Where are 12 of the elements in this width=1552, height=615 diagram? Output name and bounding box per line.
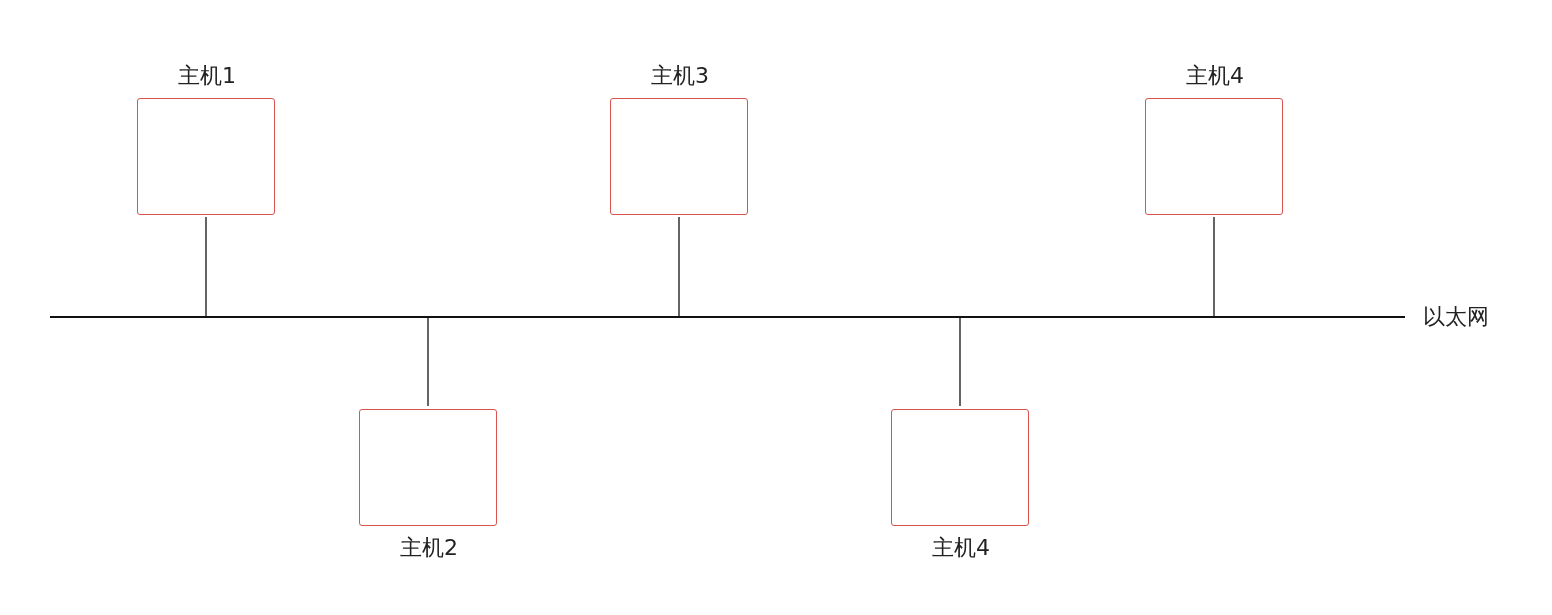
connector-line bbox=[678, 216, 680, 318]
connector-line bbox=[1213, 216, 1215, 318]
bus-line bbox=[50, 316, 1405, 318]
connector-line bbox=[959, 316, 961, 407]
connector-line bbox=[205, 216, 207, 318]
host-label: 主机2 bbox=[399, 534, 459, 562]
host-label: 主机3 bbox=[650, 62, 710, 90]
connector-line bbox=[427, 316, 429, 407]
host-label: 主机1 bbox=[177, 62, 237, 90]
host-label: 主机4 bbox=[931, 534, 991, 562]
host-label: 主机4 bbox=[1185, 62, 1245, 90]
network-label: 以太网 bbox=[1423, 303, 1489, 331]
